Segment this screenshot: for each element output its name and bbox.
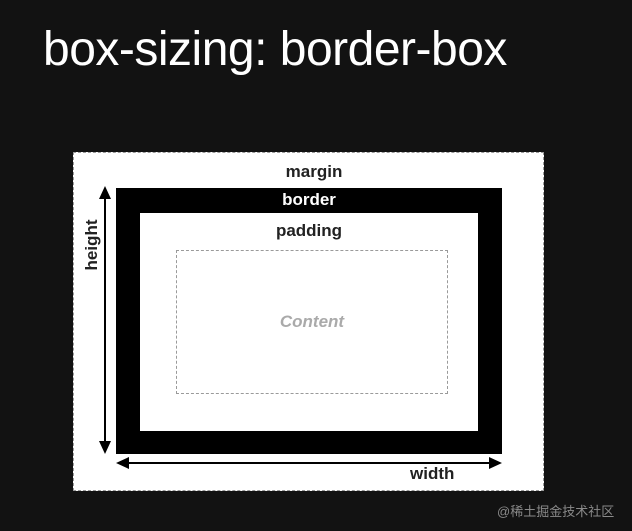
height-arrow-icon [99, 186, 111, 454]
content-label: Content [279, 312, 345, 331]
border-label: border [282, 190, 336, 209]
margin-label: margin [285, 162, 343, 181]
width-label: width [410, 464, 455, 483]
watermark: @稀土掘金技术社区 [497, 504, 615, 519]
content-box [176, 250, 448, 394]
width-arrow-icon [116, 457, 502, 469]
page-title: box-sizing: border-box [43, 23, 507, 76]
padding-label: padding [275, 221, 343, 240]
padding-box [140, 213, 478, 431]
